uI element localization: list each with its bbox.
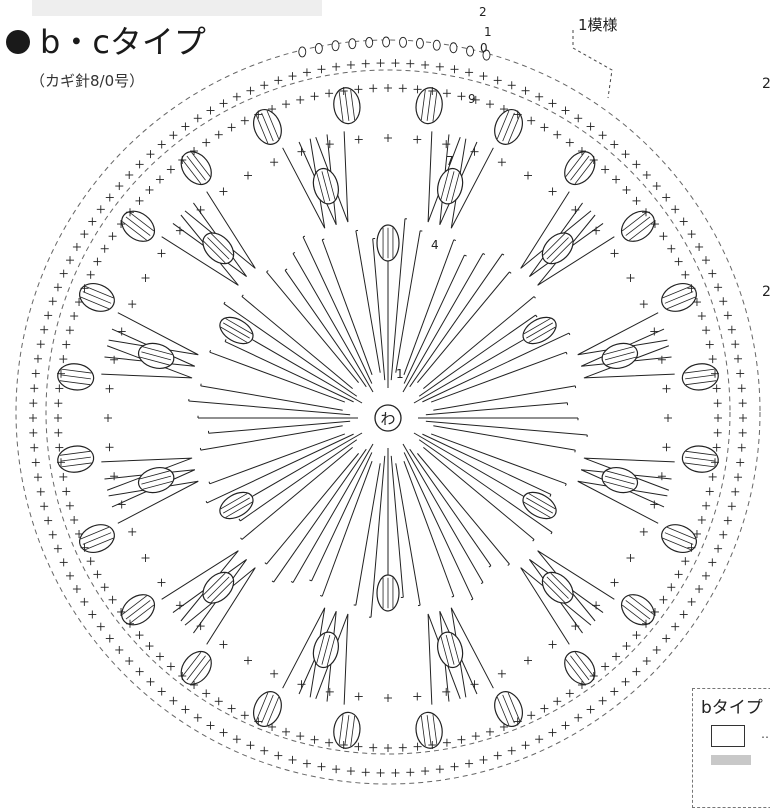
magic-ring-symbol: わ (380, 410, 395, 428)
stitch-line (396, 231, 420, 373)
stitch-cap (293, 252, 295, 253)
stitch-cap (322, 239, 324, 240)
stitch-cap (481, 583, 483, 584)
stitch-line (373, 239, 385, 380)
stitch-cap (209, 482, 210, 484)
legend-box: bタイプ … (692, 688, 770, 808)
round-number-12: 2 (479, 5, 487, 19)
stitch-cap (242, 295, 243, 297)
chain-loop (383, 37, 390, 47)
chain-loop (349, 39, 356, 49)
stitch-cap (550, 494, 551, 496)
stitch-line (433, 426, 575, 450)
stitch-line (189, 401, 350, 415)
legend-mark: … (761, 727, 770, 741)
stitch-line (431, 434, 566, 484)
stitch-line (433, 386, 575, 410)
stitch-line (403, 444, 483, 583)
edge-label-middle: 2 (762, 284, 770, 300)
stitch-cap (241, 538, 242, 540)
chain-loop (315, 43, 322, 53)
stitch-cap (566, 352, 567, 354)
stitch-line (404, 461, 454, 596)
chain-loop (450, 43, 457, 53)
stitch-line (391, 456, 403, 597)
stitch-line (201, 386, 343, 410)
stitch-line (293, 253, 373, 392)
stitch-line (322, 240, 372, 375)
stitch-cap (569, 333, 570, 335)
stitch-cap (452, 596, 454, 597)
chain-loop (467, 46, 474, 56)
legend-title: bタイプ (701, 693, 763, 718)
stitch-cap (489, 566, 491, 567)
stitch-cap (303, 236, 305, 237)
stitch-cap (309, 580, 311, 581)
stitch-cap (565, 484, 566, 486)
stitch-cap (536, 315, 537, 317)
stitch-line (410, 449, 491, 566)
stitch-line (356, 231, 380, 373)
stitch-cap (239, 519, 240, 521)
stitch-cap (265, 563, 267, 564)
stitch-line (312, 452, 372, 581)
stitch-line (404, 255, 464, 384)
round-number-10: 0 (480, 41, 488, 55)
stitch-cap (210, 350, 211, 352)
stitch-cap (551, 532, 552, 534)
stitch-cap (508, 564, 510, 565)
chain-loop (400, 37, 407, 47)
stitch-line (426, 421, 587, 435)
stitch-cap (285, 269, 287, 270)
stitch-cap (272, 581, 274, 582)
chain-loop (416, 38, 423, 48)
stitch-line (396, 463, 420, 605)
motif-bracket (573, 30, 612, 98)
stitch-cap (502, 254, 504, 255)
round-number-7: 7 (446, 154, 454, 168)
stitch-cap (320, 595, 322, 596)
stitch-line (225, 342, 354, 402)
stitch-line (285, 270, 366, 387)
stitch-line (209, 421, 350, 433)
legend-swatch-gray (711, 755, 751, 765)
stitch-cap (225, 339, 226, 341)
stitch-line (419, 315, 536, 396)
stitch-line (403, 253, 483, 392)
stitch-cap (534, 297, 535, 299)
chain-loop (433, 40, 440, 50)
stitch-line (322, 461, 372, 596)
edge-label-top: 2 (762, 76, 770, 92)
stitch-cap (483, 253, 485, 254)
stitch-cap (267, 271, 269, 272)
stitch-line (210, 352, 345, 402)
chain-loop (332, 41, 339, 51)
stitch-cap (509, 272, 511, 273)
stitch-line (356, 463, 380, 605)
chain-loop (366, 37, 373, 47)
stitch-line (240, 440, 357, 521)
round-number-1: 1 (396, 367, 404, 381)
motif-label: 1模様 (578, 14, 618, 35)
stitch-line (210, 434, 345, 484)
stitch-cap (224, 302, 225, 304)
stitch-cap (454, 240, 456, 241)
stitch-cap (471, 599, 473, 600)
round-number-4: 4 (431, 238, 439, 252)
stitch-line (293, 444, 373, 583)
stitch-cap (464, 255, 466, 256)
round-number-9: 9 (468, 92, 476, 106)
chain-loop (299, 47, 306, 57)
stitch-line (404, 240, 454, 375)
stitch-line (426, 403, 567, 415)
legend-swatch-white (711, 725, 745, 747)
stitch-cap (206, 501, 207, 503)
stitch-cap (291, 581, 293, 582)
round-number-11: 1 (484, 25, 492, 39)
stitch-line (422, 434, 551, 494)
stitch-line (201, 426, 343, 450)
stitch-line (431, 352, 566, 402)
stitch-cap (533, 539, 534, 541)
